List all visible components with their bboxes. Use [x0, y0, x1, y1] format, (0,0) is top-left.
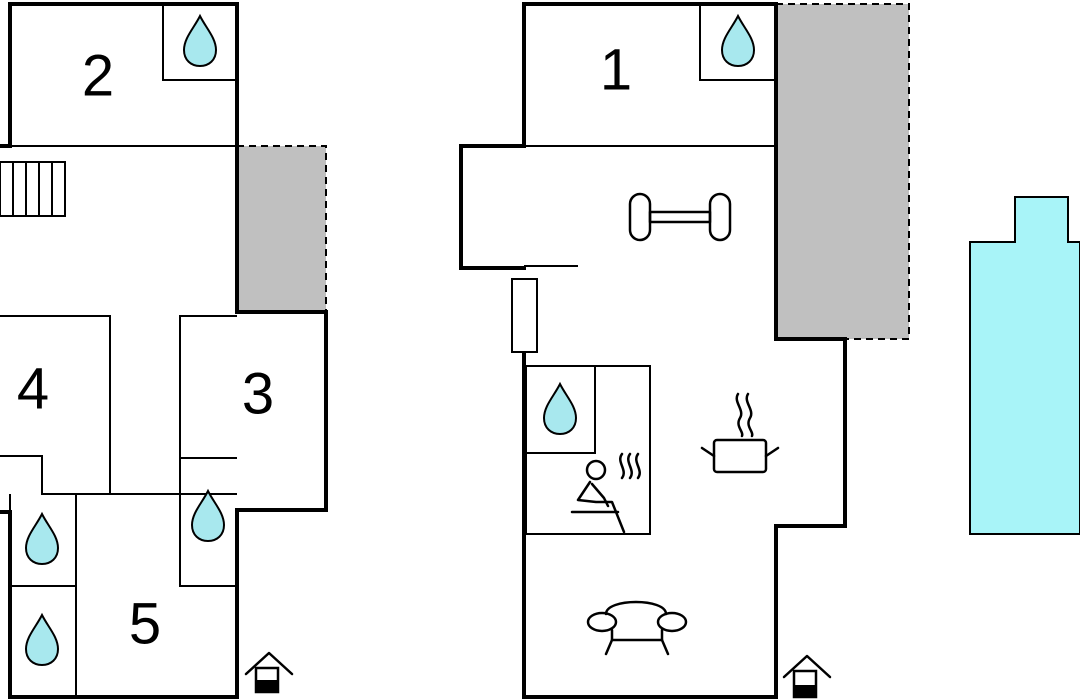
right-outer-wall	[459, 2, 847, 699]
terrace-left-outline	[237, 145, 327, 313]
sofa-icon	[586, 600, 688, 656]
water-drop-icon	[25, 614, 59, 666]
water-drop-icon	[543, 383, 577, 435]
sauna-icon	[570, 452, 641, 534]
entrance-icon	[244, 651, 294, 694]
terrace-right	[776, 4, 909, 339]
cooking-pot-icon	[700, 392, 780, 474]
left-outer-wall	[0, 2, 328, 699]
terrace-right-outline	[776, 3, 910, 340]
water-drop-icon	[191, 490, 225, 542]
right-building: 1	[459, 2, 910, 699]
water-drop-icon	[183, 15, 217, 67]
room-number-2: 2	[82, 43, 114, 108]
entrance-icon	[782, 654, 832, 699]
water-drop-icon	[721, 15, 755, 67]
room-number-1: 1	[600, 37, 632, 102]
dumbbell-icon	[628, 192, 732, 242]
room-number-5: 5	[129, 591, 161, 656]
left-building: 2 4 3 5	[0, 2, 328, 699]
room-number-4: 4	[17, 356, 49, 421]
water-drop-icon	[25, 513, 59, 565]
room-number-3: 3	[242, 361, 274, 426]
terrace-left	[237, 146, 326, 312]
stairs-icon	[0, 161, 66, 217]
swimming-pool	[969, 196, 1080, 535]
